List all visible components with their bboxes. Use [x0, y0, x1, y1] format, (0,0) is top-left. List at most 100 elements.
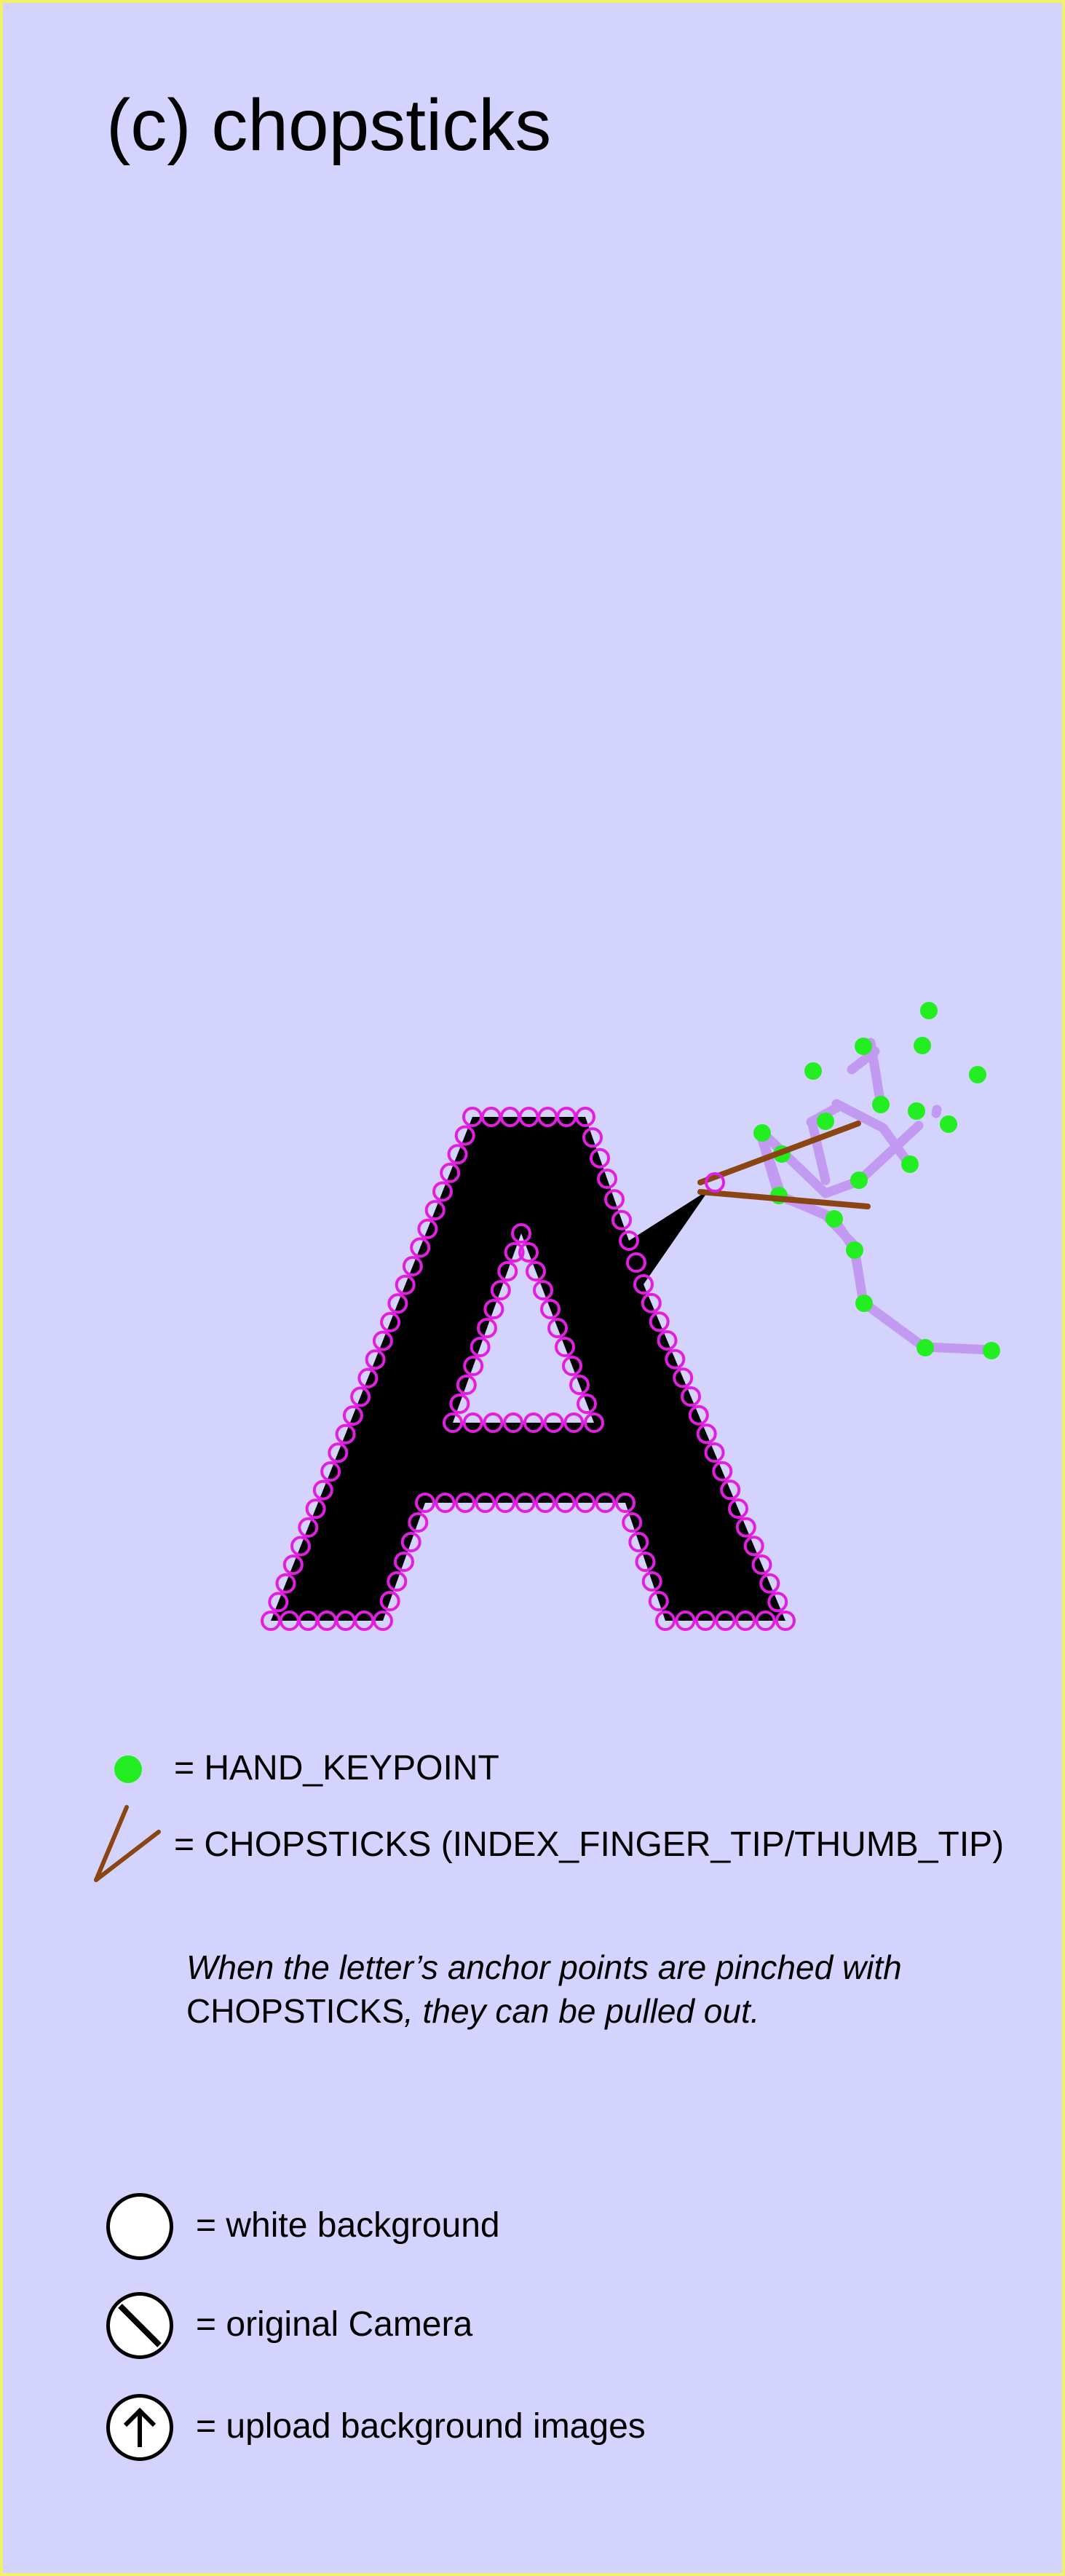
anchor-point[interactable] [454, 1125, 475, 1146]
anchor-point[interactable] [470, 1337, 491, 1357]
anchor-point[interactable] [400, 1532, 421, 1552]
anchor-point[interactable] [365, 1349, 386, 1370]
anchor-point[interactable] [394, 1552, 414, 1572]
anchor-point[interactable] [282, 1554, 304, 1576]
anchor-point[interactable] [649, 1311, 670, 1332]
anchor-point[interactable] [535, 1493, 555, 1513]
anchor-point[interactable] [590, 1147, 610, 1169]
anchor-point[interactable] [380, 1311, 401, 1332]
anchor-point[interactable] [759, 1573, 780, 1594]
anchor-point[interactable] [447, 1144, 468, 1165]
anchor-point[interactable] [575, 1493, 595, 1513]
anchor-point[interactable] [562, 1356, 582, 1376]
anchor-point[interactable] [395, 1274, 416, 1295]
anchor-point[interactable] [665, 1348, 686, 1370]
anchor-point[interactable] [379, 1591, 400, 1611]
anchor-point[interactable] [477, 1318, 497, 1338]
anchor-point[interactable] [449, 1394, 470, 1414]
anchor-point[interactable] [350, 1386, 371, 1407]
anchor-point[interactable] [415, 1493, 435, 1513]
anchor-point[interactable] [543, 1413, 564, 1433]
anchor-point[interactable] [424, 1200, 446, 1221]
anchor-point[interactable] [767, 1592, 788, 1613]
anchor-point[interactable] [483, 1299, 504, 1319]
anchor-point[interactable] [432, 1181, 453, 1202]
anchor-point[interactable] [563, 1413, 585, 1433]
anchor-point[interactable] [268, 1592, 289, 1613]
anchor-point[interactable] [503, 1413, 524, 1433]
anchor-point[interactable] [455, 1493, 475, 1513]
anchor-point[interactable] [523, 1413, 544, 1433]
anchor-point[interactable] [655, 1611, 676, 1631]
anchor-point[interactable] [515, 1493, 536, 1513]
anchor-point[interactable] [657, 1330, 678, 1351]
anchor-point[interactable] [410, 1237, 431, 1258]
anchor-point[interactable] [312, 1479, 333, 1501]
anchor-point[interactable] [635, 1552, 656, 1572]
anchor-point[interactable] [720, 1479, 741, 1501]
anchor-point[interactable] [440, 1162, 461, 1183]
anchor-point[interactable] [490, 1280, 511, 1300]
anchor-point[interactable] [615, 1493, 636, 1513]
anchor-point[interactable] [696, 1423, 717, 1445]
anchor-point[interactable] [611, 1209, 632, 1230]
anchor-point[interactable] [335, 1423, 356, 1445]
anchor-point[interactable] [604, 1189, 625, 1210]
anchor-point[interactable] [372, 1330, 393, 1351]
anchor-point[interactable] [595, 1493, 616, 1513]
anchor-point[interactable] [597, 1169, 617, 1189]
anchor-point[interactable] [569, 1375, 590, 1395]
anchor-point[interactable] [533, 1280, 553, 1300]
anchor-point[interactable] [633, 1274, 654, 1295]
anchor-point[interactable] [443, 1413, 463, 1433]
anchor-point[interactable] [402, 1256, 423, 1276]
upload-background-button[interactable] [106, 2394, 173, 2461]
white-background-button[interactable] [106, 2193, 173, 2260]
anchor-point[interactable] [641, 1571, 662, 1592]
anchor-point[interactable] [261, 1611, 281, 1631]
anchor-point[interactable] [582, 1127, 603, 1148]
anchor-point[interactable] [681, 1386, 701, 1407]
anchor-point[interactable] [584, 1413, 604, 1433]
anchor-point[interactable] [735, 1611, 756, 1631]
anchor-point[interactable] [298, 1517, 319, 1538]
anchor-point[interactable] [526, 1261, 546, 1281]
anchor-point[interactable] [755, 1611, 776, 1631]
anchor-point[interactable] [641, 1292, 662, 1313]
anchor-point[interactable] [743, 1536, 764, 1557]
anchor-point[interactable] [540, 1299, 561, 1319]
anchor-point[interactable] [555, 1337, 575, 1357]
anchor-point[interactable] [417, 1218, 438, 1239]
anchor-point[interactable] [290, 1536, 311, 1557]
anchor-point[interactable] [357, 1367, 379, 1388]
anchor-point[interactable] [497, 1261, 518, 1281]
anchor-point[interactable] [675, 1611, 696, 1631]
anchor-point[interactable] [435, 1493, 456, 1513]
anchor-point[interactable] [695, 1611, 716, 1631]
original-camera-button[interactable] [106, 2292, 173, 2359]
anchor-point[interactable] [463, 1356, 484, 1376]
anchor-point[interactable] [495, 1493, 515, 1513]
anchor-point[interactable] [735, 1517, 756, 1538]
anchor-point[interactable] [648, 1591, 669, 1611]
anchor-point[interactable] [673, 1367, 694, 1388]
anchor-point[interactable] [387, 1571, 408, 1592]
anchor-point[interactable] [483, 1413, 504, 1433]
anchor-point[interactable] [575, 1107, 595, 1127]
anchor-point[interactable] [577, 1394, 597, 1414]
pulled-anchor-point[interactable] [705, 1172, 725, 1193]
anchor-point[interactable] [504, 1242, 525, 1263]
anchor-point[interactable] [275, 1573, 296, 1594]
anchor-point[interactable] [751, 1554, 772, 1575]
anchor-point[interactable] [715, 1611, 736, 1631]
anchor-point[interactable] [688, 1404, 709, 1426]
anchor-point[interactable] [456, 1375, 477, 1395]
anchor-point[interactable] [619, 1230, 639, 1251]
anchor-point[interactable] [628, 1532, 649, 1552]
anchor-point[interactable] [387, 1293, 408, 1314]
anchor-point[interactable] [511, 1223, 531, 1244]
anchor-point[interactable] [728, 1498, 748, 1519]
anchor-point[interactable] [626, 1252, 646, 1273]
anchor-point[interactable] [342, 1405, 363, 1426]
anchor-point[interactable] [622, 1512, 643, 1533]
